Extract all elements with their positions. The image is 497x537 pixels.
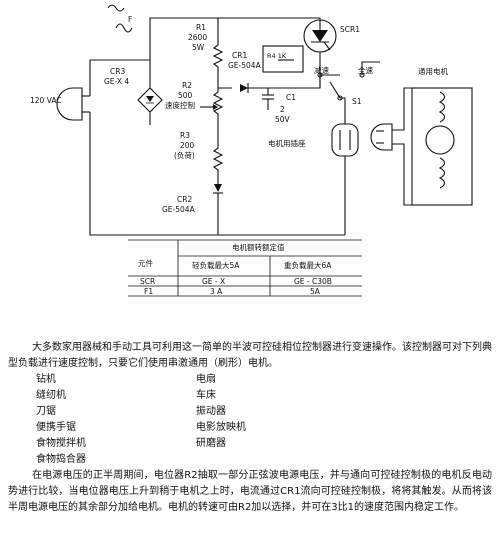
motor-outlet-symbol — [331, 123, 359, 157]
list-item: 钻机 — [36, 374, 56, 385]
table-title: 电机额转额定值 — [232, 242, 285, 252]
table-col-part: 元件 — [138, 258, 153, 268]
table-cell: GE - C30B — [294, 277, 332, 286]
list-item: 食物搅拌机 — [36, 438, 86, 449]
r4-box — [262, 45, 304, 73]
fuse-label: F — [128, 15, 132, 24]
fuse-symbol — [107, 4, 133, 33]
cr1-diode — [240, 83, 249, 93]
list-item: 振动器 — [196, 406, 226, 417]
sw-full-label: 全速 — [358, 65, 373, 75]
s1-label: S1 — [352, 97, 362, 106]
table-cell: 3 A — [210, 287, 223, 296]
list-item: 电影放映机 — [196, 422, 246, 433]
c1-capacitor — [262, 88, 274, 110]
operation-paragraph: 在电源电压的正半周期间，电位器R2抽取一部分正弦波电源电压，并与通向可控硅控制极… — [8, 470, 492, 513]
motor-plug-symbol — [370, 123, 393, 151]
table-col-b: 重负载最大6A — [284, 260, 332, 270]
list-item: 缝纫机 — [36, 390, 66, 401]
table-cell: 5A — [310, 287, 321, 296]
table-cell: GE - X — [202, 277, 225, 286]
list-item: 研磨器 — [196, 438, 226, 449]
cr3-diode — [137, 87, 163, 113]
list-item: 电扇 — [196, 374, 216, 385]
applications-list: 钻机 电扇 缝纫机 车床 刀锯 振动器 便携手锯 电影放映机 食物搅拌机 研磨器… — [36, 372, 492, 468]
r4-label: R4 1K — [267, 52, 287, 60]
cr2-diode — [213, 184, 223, 194]
table-cell: SCR — [140, 277, 155, 286]
scr1-label: SCR1 — [340, 25, 360, 34]
rating-table — [128, 239, 362, 297]
description: 大多数家用器械和手动工具可利用这一简单的半波可控硅相位控制器进行变速操作。该控制… — [8, 340, 492, 516]
motor-label: 通用电机 — [418, 66, 448, 76]
list-item: 车床 — [196, 390, 216, 401]
r1-resistor — [212, 18, 224, 72]
table-col-a: 轻负载最大5A — [192, 260, 240, 270]
motor-symbol — [411, 87, 473, 206]
list-item: 便携手锯 — [36, 422, 76, 433]
list-item: 食物捣合器 — [36, 454, 86, 465]
list-item: 刀锯 — [36, 406, 56, 417]
ac-plug-symbol — [56, 87, 90, 121]
sw-slow-label: 减速 — [314, 65, 329, 75]
c1-label: C1 — [286, 93, 296, 102]
intro-paragraph: 大多数家用器械和手动工具可利用这一简单的半波可控硅相位控制器进行变速操作。该控制… — [8, 342, 492, 369]
r2-potentiometer — [200, 88, 224, 125]
table-cell: F1 — [144, 287, 153, 296]
source-label: 120 VAC — [30, 96, 62, 105]
plug-label: 电机用插座 — [268, 138, 306, 148]
